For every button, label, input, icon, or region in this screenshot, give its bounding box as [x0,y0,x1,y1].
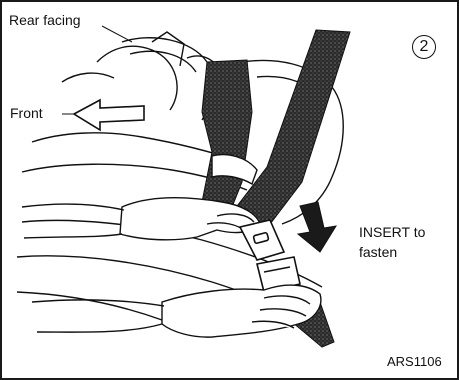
arrow-left-outline-icon [74,100,144,130]
fasten-label: fasten [359,244,397,260]
step-number-badge: 2 [412,35,436,59]
rear-facing-label: Rear facing [9,12,81,28]
figure-code: ARS1106 [387,354,442,370]
insert-label: INSERT to [359,224,425,240]
lower-hand [162,285,321,337]
arrow-down-solid-icon [298,202,336,252]
front-label: Front [10,105,43,121]
upper-hand [120,155,260,240]
